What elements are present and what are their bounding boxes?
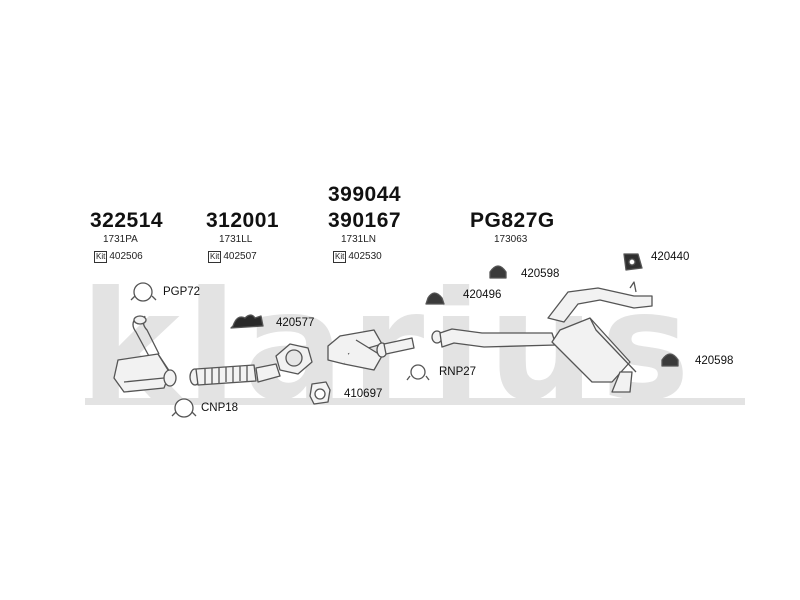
code-173063: 173063 [494, 234, 528, 245]
kit-402506: Kit 402506 [94, 251, 143, 263]
code-1731ln: 1731LN [341, 234, 377, 245]
kit-tag: Kit [94, 251, 108, 263]
part-number-312001: 312001 [206, 209, 280, 232]
gasket-410697-part[interactable] [309, 381, 331, 405]
label-420577: 420577 [276, 317, 315, 329]
label-420598-right: 420598 [695, 355, 734, 367]
label-cnp18: CNP18 [201, 402, 239, 414]
kit-number: 402530 [348, 251, 382, 262]
part-number-322514: 322514 [90, 209, 164, 232]
part-number-399044: 399044 [328, 183, 402, 206]
mounting-420496-part[interactable] [425, 292, 445, 305]
label-420598-top: 420598 [521, 268, 560, 280]
label-pgp72: PGP72 [163, 286, 201, 298]
code-1731ll: 1731LL [219, 234, 253, 245]
hanger-420577-part[interactable] [230, 314, 264, 329]
code-1731pa: 1731PA [103, 234, 138, 245]
flexible-pipe-312001[interactable] [189, 363, 281, 386]
label-rnp27: RNP27 [439, 366, 477, 378]
mounting-420598-top-part[interactable] [489, 265, 507, 279]
intermediate-cat-section[interactable] [275, 343, 313, 375]
middle-pipe-section[interactable] [431, 328, 557, 348]
kit-tag: Kit [208, 251, 222, 263]
mounting-420598-right-part[interactable] [661, 353, 679, 367]
catalytic-converter-322514[interactable] [113, 315, 177, 393]
kit-number: 402507 [223, 251, 257, 262]
label-420440: 420440 [651, 251, 690, 263]
clamp-rnp27-part[interactable] [406, 364, 430, 381]
clamp-cnp18-part[interactable] [171, 398, 197, 418]
diesel-particulate-filter-390167[interactable] [327, 329, 415, 371]
part-number-390167: 390167 [328, 209, 402, 232]
clamp-pgp72-part[interactable] [130, 282, 157, 302]
kit-402507: Kit 402507 [208, 251, 257, 263]
kit-402530: Kit 402530 [333, 251, 382, 263]
kit-tag: Kit [333, 251, 347, 263]
rear-silencer-pg827g[interactable] [547, 281, 653, 393]
mounting-420440-part[interactable] [623, 253, 643, 271]
label-410697: 410697 [344, 388, 383, 400]
kit-number: 402506 [109, 251, 143, 262]
part-number-pg827g: PG827G [470, 209, 555, 232]
label-420496: 420496 [463, 289, 502, 301]
